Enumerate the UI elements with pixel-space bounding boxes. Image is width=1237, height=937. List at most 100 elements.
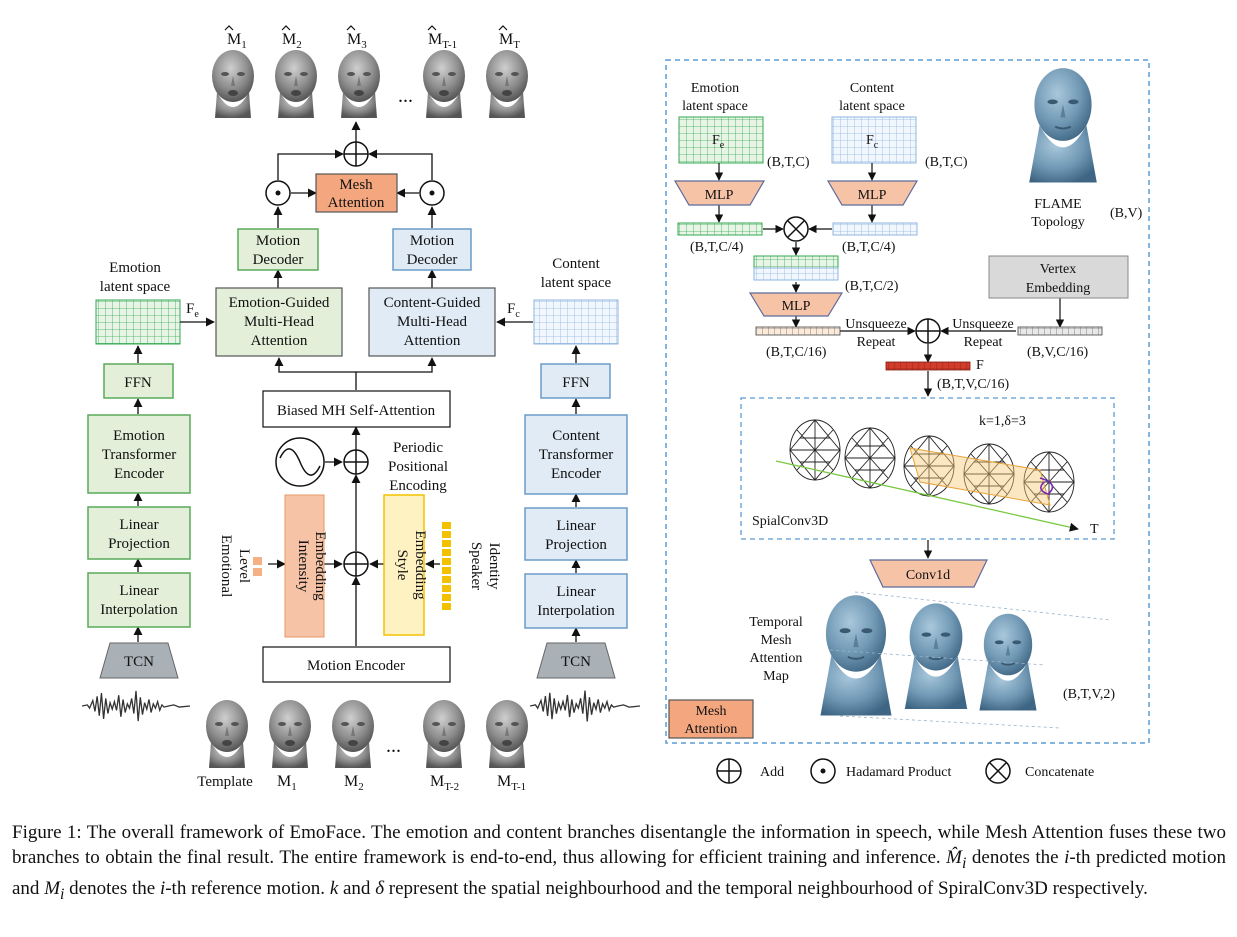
fe-label-left: Fe (186, 301, 199, 320)
svg-text:FFN: FFN (562, 375, 590, 391)
svg-text:Emotion: Emotion (113, 428, 165, 444)
svg-text:Content: Content (552, 256, 600, 272)
spiralconv3d-box: k=1,δ=3 (740, 397, 1115, 540)
svg-text:Periodic: Periodic (393, 440, 443, 456)
style-embedding: Style Embedding (383, 494, 428, 636)
output-label-2: M2 (282, 31, 302, 51)
legend-add-label: Add (760, 765, 784, 780)
f-label: F (976, 358, 984, 373)
center-connectors (268, 357, 440, 646)
figure-caption: Figure 1: The overall framework of EmoFa… (12, 820, 1226, 907)
legend: Add Hadamard Product Concatenate (716, 758, 1094, 784)
predicted-face-2 (275, 50, 317, 118)
hadamard-op-left (265, 180, 291, 206)
svg-text:Identity: Identity (486, 543, 502, 590)
linear-projection-content: Linear Projection (524, 507, 628, 561)
legend-add-icon (716, 758, 742, 784)
svg-text:Decoder: Decoder (253, 252, 304, 268)
mesh-attention-box: Mesh Attention (315, 173, 398, 213)
math-mhat-i: M̂ (946, 847, 962, 868)
predicted-face-3 (338, 50, 380, 118)
content-latent-space: Content latent space Fc (507, 256, 619, 345)
svg-text:Content: Content (552, 428, 600, 444)
content-feature-quarter (832, 222, 918, 236)
svg-text:Multi-Head: Multi-Head (244, 314, 314, 330)
content-guided-attention: Content-Guided Multi-Head Attention (368, 287, 496, 357)
svg-text:Linear: Linear (556, 518, 595, 534)
svg-text:Mesh: Mesh (760, 633, 791, 648)
time-axis (775, 460, 1079, 532)
svg-text:Mesh: Mesh (339, 177, 373, 193)
right-panel: Emotion latent space Fe (B,T,C) Content … (665, 59, 1150, 744)
flame-head (1028, 67, 1098, 183)
svg-text:Projection: Projection (108, 536, 170, 552)
repeat-left: Repeat (857, 335, 896, 350)
svg-text:Biased MH Self-Attention: Biased MH Self-Attention (277, 403, 436, 419)
audio-waveform-right (530, 689, 640, 723)
add-op-periodic (343, 449, 369, 475)
btc4-emotion: (B,T,C/4) (690, 240, 744, 255)
svg-text:Motion: Motion (410, 233, 455, 249)
svg-text:TCN: TCN (561, 654, 591, 670)
svg-text:Speaker: Speaker (468, 542, 484, 590)
svg-text:latent space: latent space (682, 99, 748, 114)
motion-decoder-content: Motion Decoder (392, 228, 472, 271)
svg-text:Embedding: Embedding (312, 531, 328, 601)
emotion-feature-quarter (677, 222, 763, 236)
output-faces: ... M1 M2 M3 MT-1 MT (212, 25, 528, 118)
math-m-i: M (44, 877, 61, 899)
attention-head-1 (819, 594, 893, 716)
periodic-positional-encoding-label: Periodic Positional Encoding (388, 440, 448, 494)
reference-face-t-2 (423, 700, 465, 768)
output-ellipsis: ... (398, 85, 413, 107)
svg-text:Map: Map (763, 669, 789, 684)
top-connectors (273, 121, 437, 288)
input-label-t-2: MT-2 (430, 773, 459, 793)
content-branch-arrows (496, 317, 581, 642)
btv2-label: (B,T,V,2) (1063, 687, 1115, 702)
legend-concatenate-icon (985, 758, 1011, 784)
spiralconv-label: SpialConv3D (752, 514, 828, 529)
svg-text:Linear: Linear (119, 583, 158, 599)
content-transformer-encoder: Content Transformer Encoder (524, 414, 628, 495)
ffn-emotion: FFN (103, 363, 174, 399)
btc4-content: (B,T,C/4) (842, 240, 896, 255)
motion-decoder-emotion: Motion Decoder (237, 228, 319, 271)
svg-text:Encoder: Encoder (551, 466, 601, 482)
mlp-fused: MLP (748, 292, 844, 317)
emoface-framework-diagram: ... M1 M2 M3 MT-1 MT (82, 25, 1150, 793)
svg-text:Emotional: Emotional (218, 535, 234, 598)
fc-label-left: Fc (507, 301, 520, 320)
predicted-face-t (486, 50, 528, 118)
template-label: Template (197, 774, 253, 790)
emotional-level: Emotional Level (218, 535, 262, 598)
conv1d: Conv1d (869, 559, 988, 588)
k-delta-label: k=1,δ=3 (979, 414, 1026, 429)
biased-mh-self-attention: Biased MH Self-Attention (262, 390, 451, 428)
reference-face-t-1 (486, 700, 528, 768)
reference-face-1 (269, 700, 311, 768)
svg-text:Positional: Positional (388, 459, 448, 475)
emotion-branch-arrows (133, 317, 215, 642)
audio-waveform-left (82, 689, 190, 723)
svg-text:Attention: Attention (750, 651, 803, 666)
reference-face-2 (332, 700, 374, 768)
svg-text:Style: Style (394, 550, 410, 581)
input-label-2: M2 (344, 773, 364, 793)
intensity-embedding: Intensity Embedding (284, 494, 328, 638)
svg-text:Encoding: Encoding (389, 478, 447, 494)
add-op-embeddings (343, 551, 369, 577)
svg-text:Motion: Motion (256, 233, 301, 249)
time-axis-label: T (1090, 522, 1099, 537)
tcn-emotion: TCN (99, 642, 179, 679)
svg-text:Emotion: Emotion (109, 260, 161, 276)
svg-text:Emotion-Guided: Emotion-Guided (229, 295, 330, 311)
svg-text:latent space: latent space (541, 275, 612, 291)
input-ellipsis: ... (386, 735, 401, 757)
svg-text:Attention: Attention (251, 333, 308, 349)
right-connectors (714, 163, 1065, 559)
mlp-content: MLP (826, 180, 919, 206)
motion-encoder: Motion Encoder (262, 646, 451, 683)
svg-text:Content-Guided: Content-Guided (384, 295, 481, 311)
flame-label-2: Topology (1031, 215, 1084, 230)
